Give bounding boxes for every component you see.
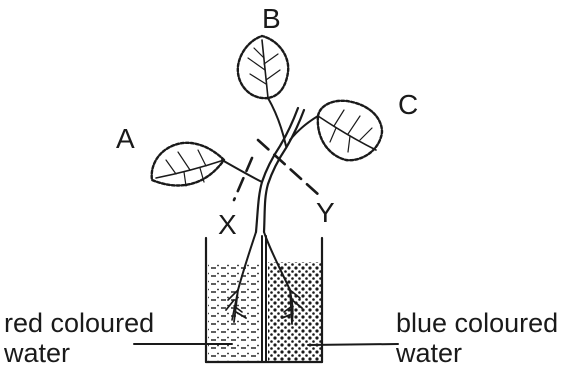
leaf-a — [152, 143, 224, 186]
cut-line-x — [234, 158, 252, 200]
label-red-water-line2: water — [3, 338, 70, 368]
label-blue-water-line2: water — [395, 338, 462, 368]
label-leaf-a: A — [116, 123, 135, 154]
leaf-c — [318, 101, 382, 160]
blue-water-fill — [268, 262, 321, 361]
label-blue-water-line1: blue coloured — [396, 308, 558, 338]
label-leaf-b: B — [262, 3, 281, 34]
label-cut-x: X — [218, 209, 237, 240]
label-red-water-line1: red coloured — [4, 308, 154, 338]
label-leaf-c: C — [398, 89, 418, 120]
label-cut-y: Y — [316, 197, 335, 228]
leaf-b — [238, 36, 288, 98]
pointer-blue-water — [308, 344, 398, 345]
